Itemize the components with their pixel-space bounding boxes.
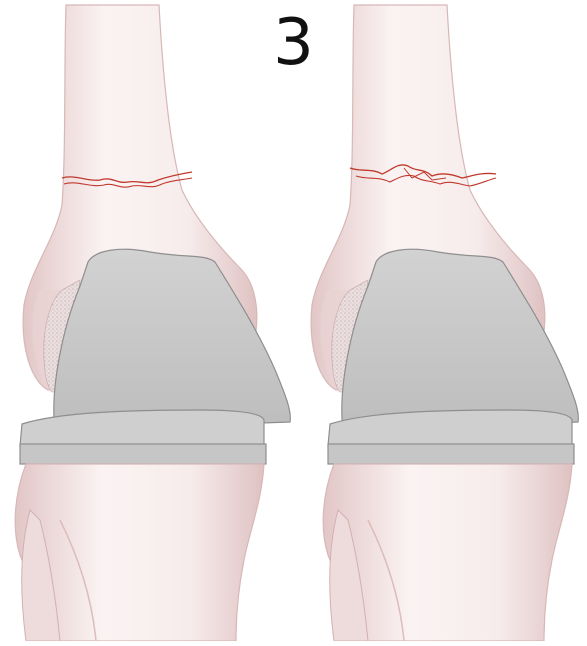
right-femoral-component (342, 249, 578, 430)
left-knee-panel (15, 5, 290, 641)
left-femoral-component (54, 249, 290, 430)
left-tibial-tray (20, 444, 266, 464)
right-knee-panel (311, 5, 578, 641)
right-tibial-tray (328, 444, 574, 464)
